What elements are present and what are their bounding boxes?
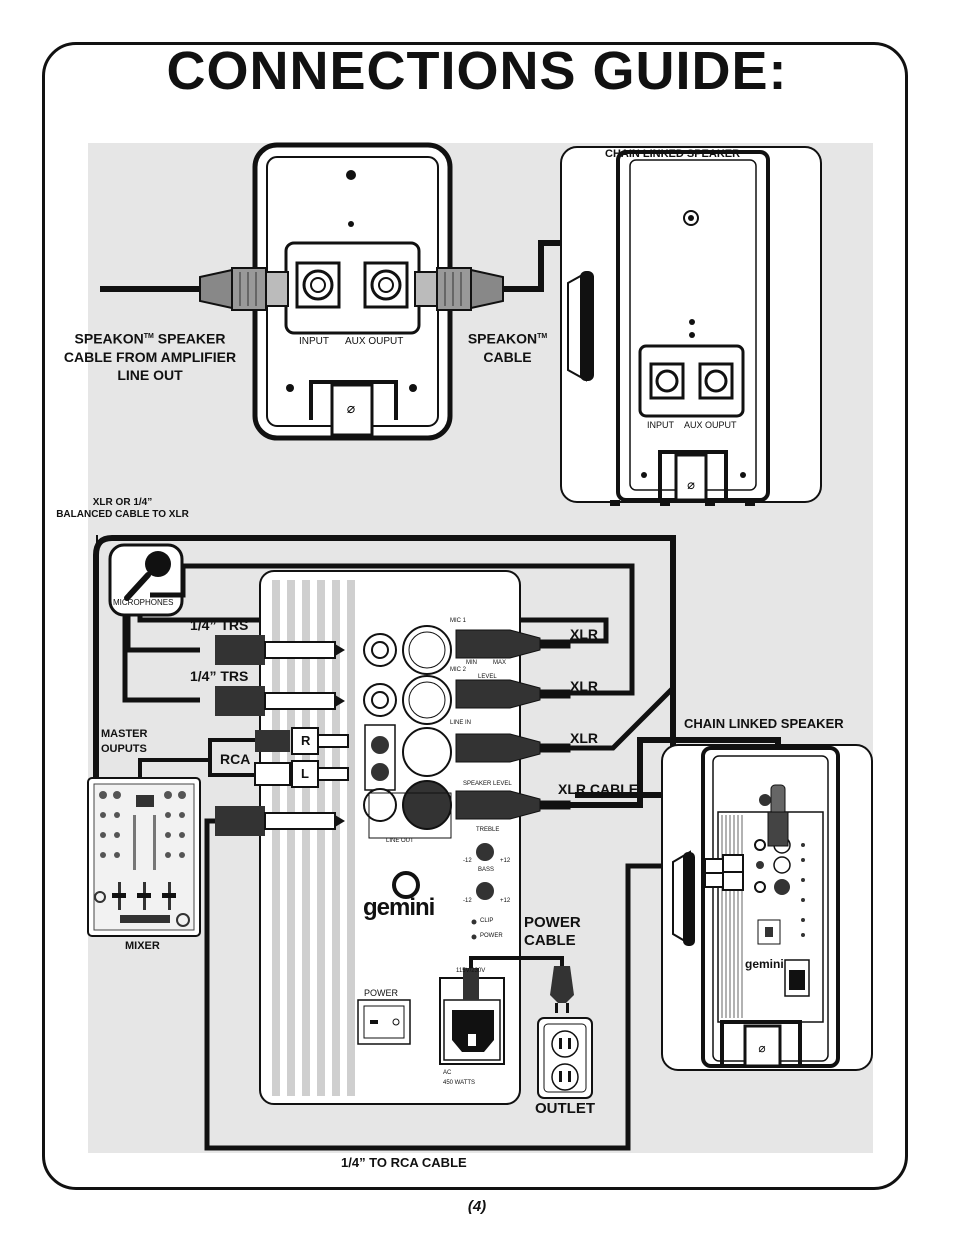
svg-text:⌀: ⌀ — [758, 1041, 765, 1055]
power-cable — [463, 956, 574, 1013]
aux-output-label-top: AUX OUPUT — [345, 336, 404, 347]
line-in-label: LINE IN — [450, 720, 472, 726]
bass-min-label: -12 — [463, 898, 472, 904]
master-outputs-label-2: OUPUTS — [101, 743, 147, 755]
min-label: MIN — [466, 660, 477, 666]
page-frame — [42, 42, 908, 1190]
aux-output-label-right: AUX OUPUT — [684, 420, 737, 430]
balanced-cable-label-2: BALANCED CABLE TO XLR — [56, 509, 189, 520]
speakon-cable-label-2: CABLE — [483, 348, 532, 365]
speakon-cable-tm: TM — [537, 333, 548, 340]
bass-max-label: +12 — [500, 898, 511, 904]
xlr-cable-label: XLR CABLE — [558, 781, 639, 797]
bass-label: BASS — [478, 867, 495, 873]
speakon-amp-label-4: LINE OUT — [117, 366, 183, 383]
svg-text:⌀: ⌀ — [347, 401, 356, 417]
balanced-cable-label: XLR OR 1/4” BALANCED CABLE TO XLR — [40, 497, 205, 521]
speakon-amp-tm: TM — [143, 333, 154, 340]
master-outputs-label: MASTER OUPUTS — [101, 727, 147, 757]
svg-text:⌀: ⌀ — [687, 478, 695, 493]
speakon-amp-label-2: SPEAKER — [153, 330, 226, 347]
mixer-device — [87, 777, 201, 937]
input-label-right: INPUT — [647, 420, 674, 430]
chain-linked-speaker-top-label: CHAIN LINKED SPEAKER — [605, 148, 741, 160]
page-number: (4) — [467, 1198, 487, 1215]
trs-label-1: 1/4” TRS — [190, 617, 249, 633]
mic1-label: MIC 1 — [450, 618, 467, 624]
treble-label: TREBLE — [476, 827, 500, 833]
bottom-right-speaker: ⌀ — [661, 744, 873, 1071]
page-title: CONNECTIONS GUIDE: — [166, 41, 788, 101]
gemini-brand: gemini — [363, 894, 435, 921]
input-label-top: INPUT — [299, 336, 329, 347]
rca-cable-label: 1/4” TO RCA CABLE — [341, 1155, 467, 1170]
watts-label: 450 WATTS — [443, 1080, 476, 1086]
line-out-label: LINE OUT — [386, 838, 414, 844]
treble-max-label: +12 — [500, 858, 511, 864]
power-cable-label-2: CABLE — [524, 932, 576, 949]
speakon-amp-cable — [100, 267, 289, 311]
level-label: LEVEL — [478, 674, 497, 680]
trs-label-2: 1/4” TRS — [190, 668, 249, 684]
max-label: MAX — [493, 660, 507, 666]
xlr-label-1: XLR — [570, 626, 598, 642]
balanced-cable-label-1: XLR OR 1/4” — [92, 497, 153, 508]
master-outputs-label-1: MASTER — [101, 728, 148, 740]
top-right-speaker: ⌀ — [560, 146, 822, 506]
microphones-label: MICROPHONES — [113, 598, 174, 607]
outlet-icon — [537, 1017, 593, 1099]
power-cable-label-1: POWER — [524, 914, 581, 931]
rca-plugs — [254, 727, 349, 788]
treble-min-label: -12 — [463, 858, 472, 864]
power-switch-label: POWER — [364, 988, 399, 998]
clip-label: CLIP — [480, 918, 494, 924]
power-cable-label: POWER CABLE — [524, 914, 581, 950]
xlr-label-2: XLR — [570, 678, 598, 694]
speaker-level-label: SPEAKER LEVEL — [463, 781, 512, 787]
mic2-label: MIC 2 — [450, 667, 467, 673]
rca-label: RCA — [220, 751, 251, 767]
speakon-cable-label-1: SPEAKON — [467, 330, 538, 347]
gemini-brand-small: gemini — [745, 957, 784, 971]
rca-l-marker: L — [301, 766, 309, 781]
gemini-logo-mark — [392, 871, 420, 899]
voltage-label: 115V/230V — [456, 968, 486, 974]
rca-r-marker: R — [301, 733, 311, 748]
mixer-label: MIXER — [125, 940, 160, 952]
power-led-label: POWER — [480, 933, 503, 939]
top-left-speaker: ⌀ — [252, 142, 453, 441]
chain-linked-speaker-right-label: CHAIN LINKED SPEAKER — [684, 716, 844, 731]
trs-plugs — [215, 635, 345, 836]
speakon-amp-label: SPEAKONTM SPEAKER CABLE FROM AMPLIFIER L… — [50, 328, 250, 384]
balanced-cable-run — [93, 535, 676, 798]
xlr-plugs — [455, 629, 571, 820]
ac-label: AC — [443, 1070, 452, 1076]
xlr-label-3: XLR — [570, 730, 598, 746]
outlet-label: OUTLET — [535, 1100, 595, 1117]
speakon-cable-label: SPEAKONTM CABLE — [455, 328, 560, 366]
speakon-amp-label-3: CABLE FROM AMPLIFIER — [63, 348, 237, 365]
speakon-amp-label-1: SPEAKON — [74, 330, 144, 347]
